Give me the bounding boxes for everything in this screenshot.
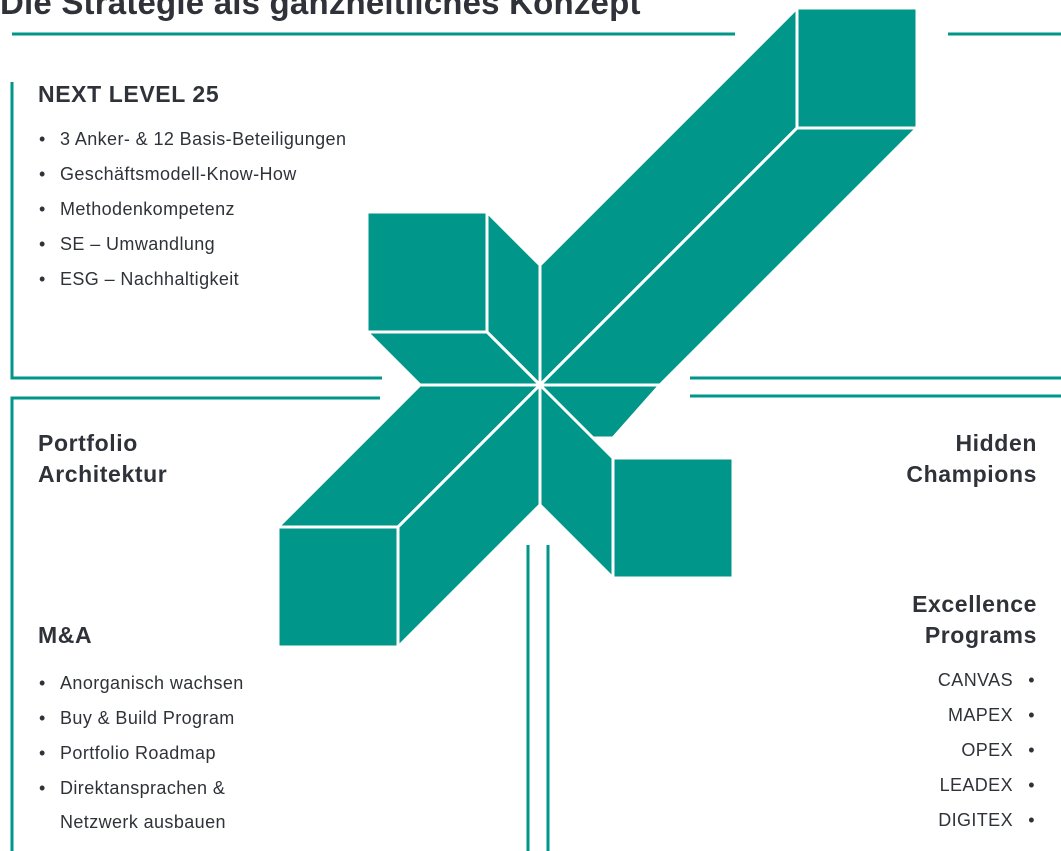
list-item: DIGITEX	[938, 803, 1037, 838]
arm-sw-end	[276, 525, 400, 649]
list-item: Buy & Build Program	[38, 701, 244, 736]
next-level-list: 3 Anker- & 12 Basis-Beteiligungen Geschä…	[38, 122, 346, 297]
page-title: Die Strategie als ganzheitliches Konzept	[0, 0, 641, 21]
frame-lines	[10, 32, 1061, 851]
ma-list: Anorganisch wachsen Buy & Build Program …	[38, 666, 244, 838]
excellence-list: CANVAS MAPEX OPEX LEADEX DIGITEX	[938, 663, 1037, 838]
list-item: ESG – Nachhaltigkeit	[38, 262, 346, 297]
cross-shape	[274, 4, 921, 651]
excellence-heading-line1: Excellence	[912, 591, 1037, 617]
hidden-champions-heading: Hidden Champions	[906, 428, 1037, 490]
frame-left-lower	[10, 396, 380, 851]
list-item: OPEX	[938, 733, 1037, 768]
next-level-heading: NEXT LEVEL 25	[38, 81, 220, 107]
list-item: LEADEX	[938, 768, 1037, 803]
arm-ne-end	[795, 6, 919, 130]
portfolio-heading-line2: Architektur	[38, 461, 168, 487]
portfolio-heading: Portfolio Architektur	[38, 428, 167, 490]
hidden-heading-line2: Champions	[906, 461, 1037, 487]
list-item: MAPEX	[938, 698, 1037, 733]
list-item: Methodenkompetenz	[38, 192, 346, 227]
excellence-heading-line2: Programs	[924, 622, 1037, 648]
arm-nw-end	[365, 210, 489, 334]
portfolio-heading-line1: Portfolio	[38, 430, 138, 456]
list-item: Geschäftsmodell-Know-How	[38, 157, 346, 192]
hidden-heading-line1: Hidden	[955, 430, 1037, 456]
list-item: 3 Anker- & 12 Basis-Beteiligungen	[38, 122, 346, 157]
list-item: SE – Umwandlung	[38, 227, 346, 262]
arm-se-end	[611, 456, 735, 580]
list-item: Portfolio Roadmap	[38, 736, 244, 771]
excellence-heading: Excellence Programs	[912, 589, 1037, 651]
list-item: Anorganisch wachsen	[38, 666, 244, 701]
list-item: Netzwerk ausbauen	[60, 812, 226, 832]
ma-heading: M&A	[38, 622, 93, 648]
list-item: Direktansprachen &	[38, 771, 244, 806]
list-item: CANVAS	[938, 663, 1037, 698]
frame-top-left	[10, 82, 382, 380]
